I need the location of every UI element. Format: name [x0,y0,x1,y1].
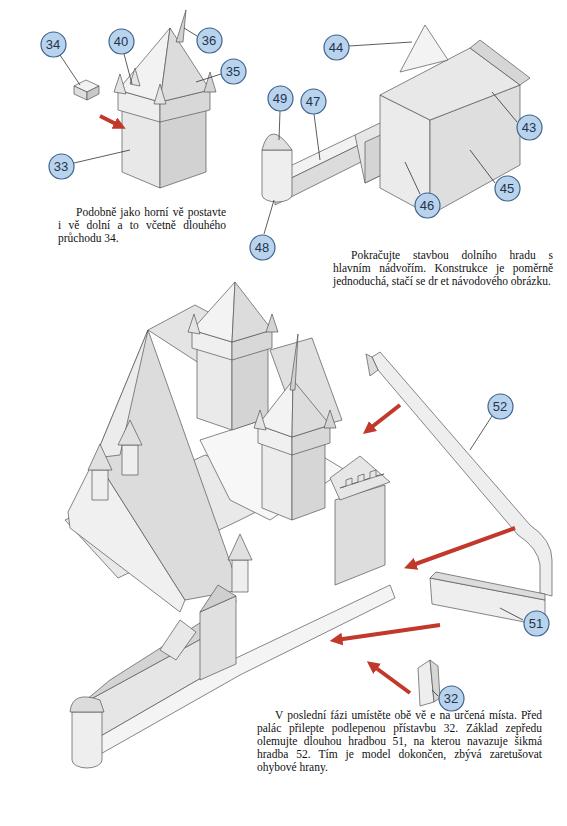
callout-text: 40 [108,28,135,55]
callout-number: 34 [40,31,67,58]
callout-number: 43 [516,114,543,141]
callout-circle [517,115,542,140]
callout-text: 51 [523,610,550,637]
callout-number: 33 [48,153,75,180]
callout-text: 48 [249,234,276,261]
callout-number: 35 [220,58,247,85]
callout-circle [197,28,222,53]
instruction-text: Podobně jako horní vě postavte i vě doln… [58,206,226,245]
callout-text: 32 [438,685,465,712]
callout-circle [49,154,74,179]
callout-text: 44 [323,34,350,61]
callout-circle [268,86,293,111]
callout-circle [109,29,134,54]
callout-number: 32 [438,685,465,712]
callout-circle [324,35,349,60]
lower-castle-part [262,25,530,215]
tower-part [74,10,216,188]
callout-number: 40 [108,28,135,55]
callout-circle [301,89,326,114]
callout-number: 45 [494,175,521,202]
callout-text: 46 [414,192,441,219]
callout-number: 48 [249,234,276,261]
callout-number: 36 [196,27,223,54]
callout-circle [415,193,440,218]
instruction-text: V poslední fázi umístěte obě vě e na urč… [257,709,542,774]
callout-text: 35 [220,58,247,85]
callout-circle [524,611,549,636]
callout-number: 44 [323,34,350,61]
callout-text: 52 [487,393,514,420]
castle-model [65,282,395,768]
callout-number: 51 [523,610,550,637]
callout-circle [439,686,464,711]
callout-number: 47 [300,88,327,115]
callout-text: 45 [494,175,521,202]
callout-number: 52 [487,393,514,420]
callout-circle [250,235,275,260]
callout-text: 47 [300,88,327,115]
callout-circle [495,176,520,201]
wall-strip [366,352,552,706]
callout-circle [488,394,513,419]
instruction-text: Pokračujte stavbou dolního hradu s hlavn… [333,249,553,288]
callout-text: 43 [516,114,543,141]
callout-number: 49 [267,85,294,112]
callout-circle [221,59,246,84]
callout-circle [41,32,66,57]
callout-text: 34 [40,31,67,58]
placement-arrows [100,116,515,693]
leader-lines [60,28,523,696]
callout-number: 46 [414,192,441,219]
callout-text: 49 [267,85,294,112]
callout-text: 36 [196,27,223,54]
callout-text: 33 [48,153,75,180]
